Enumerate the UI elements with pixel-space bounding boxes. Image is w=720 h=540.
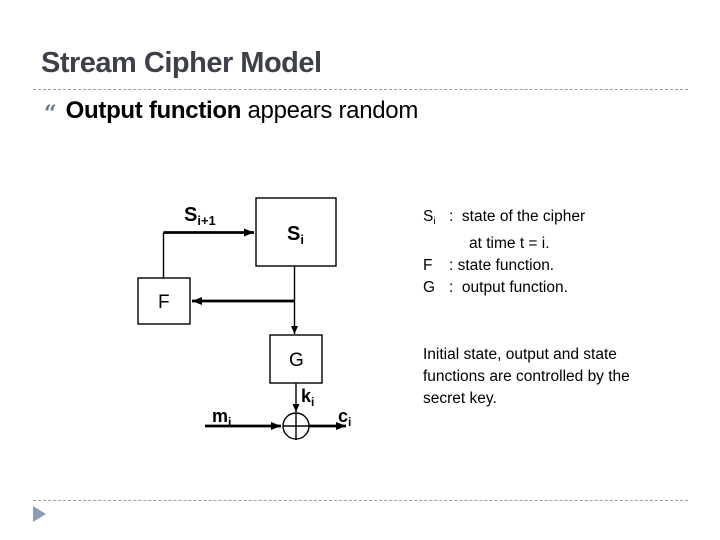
double-quote-bullet-icon: “ <box>44 101 57 127</box>
legend-definition: : state function. <box>449 257 555 274</box>
legend-definition: : state of the cipher <box>449 208 586 225</box>
ciphertext-label: ci <box>338 406 351 429</box>
state-box-label: Si <box>287 223 304 247</box>
legend-row-state: Si : state of the cipher <box>423 206 585 233</box>
legend-row-state-cont: at time t = i. <box>423 233 585 255</box>
footer-divider-dashed <box>33 500 688 501</box>
legend-row-f: F : state function. <box>423 255 585 277</box>
bullet-text: Output function appears random <box>65 97 419 125</box>
g-box-label: G <box>289 350 304 371</box>
title-divider-dashed <box>33 89 688 90</box>
legend-row-g: G : output function. <box>423 277 585 299</box>
state-box <box>255 197 337 267</box>
legend-definition: : output function. <box>449 279 568 296</box>
legend: Si : state of the cipher at time t = i. … <box>423 206 585 299</box>
legend-definition: at time t = i. <box>469 235 550 252</box>
bullet-text-bold: Output function <box>65 97 242 124</box>
secret-key-note: Initial state, output and state function… <box>423 346 630 407</box>
play-triangle-icon <box>33 506 46 522</box>
f-box <box>137 277 191 325</box>
g-box <box>269 334 323 384</box>
xor-cross <box>283 413 309 440</box>
slide-title: Stream Cipher Model <box>41 47 322 79</box>
next-state-label: Si+1 <box>184 204 216 228</box>
bullet-item: “ Output function appears random <box>44 97 418 125</box>
bullet-text-rest: appears random <box>241 97 419 124</box>
legend-term: G <box>423 279 436 296</box>
message-label: mi <box>212 406 231 429</box>
legend-term: F <box>423 257 433 274</box>
stream-cipher-diagram: Si+1 Si F G ki mi ci <box>137 197 351 440</box>
keystream-label: ki <box>301 386 314 409</box>
f-box-label: F <box>158 292 170 313</box>
legend-term: Si <box>423 208 436 227</box>
